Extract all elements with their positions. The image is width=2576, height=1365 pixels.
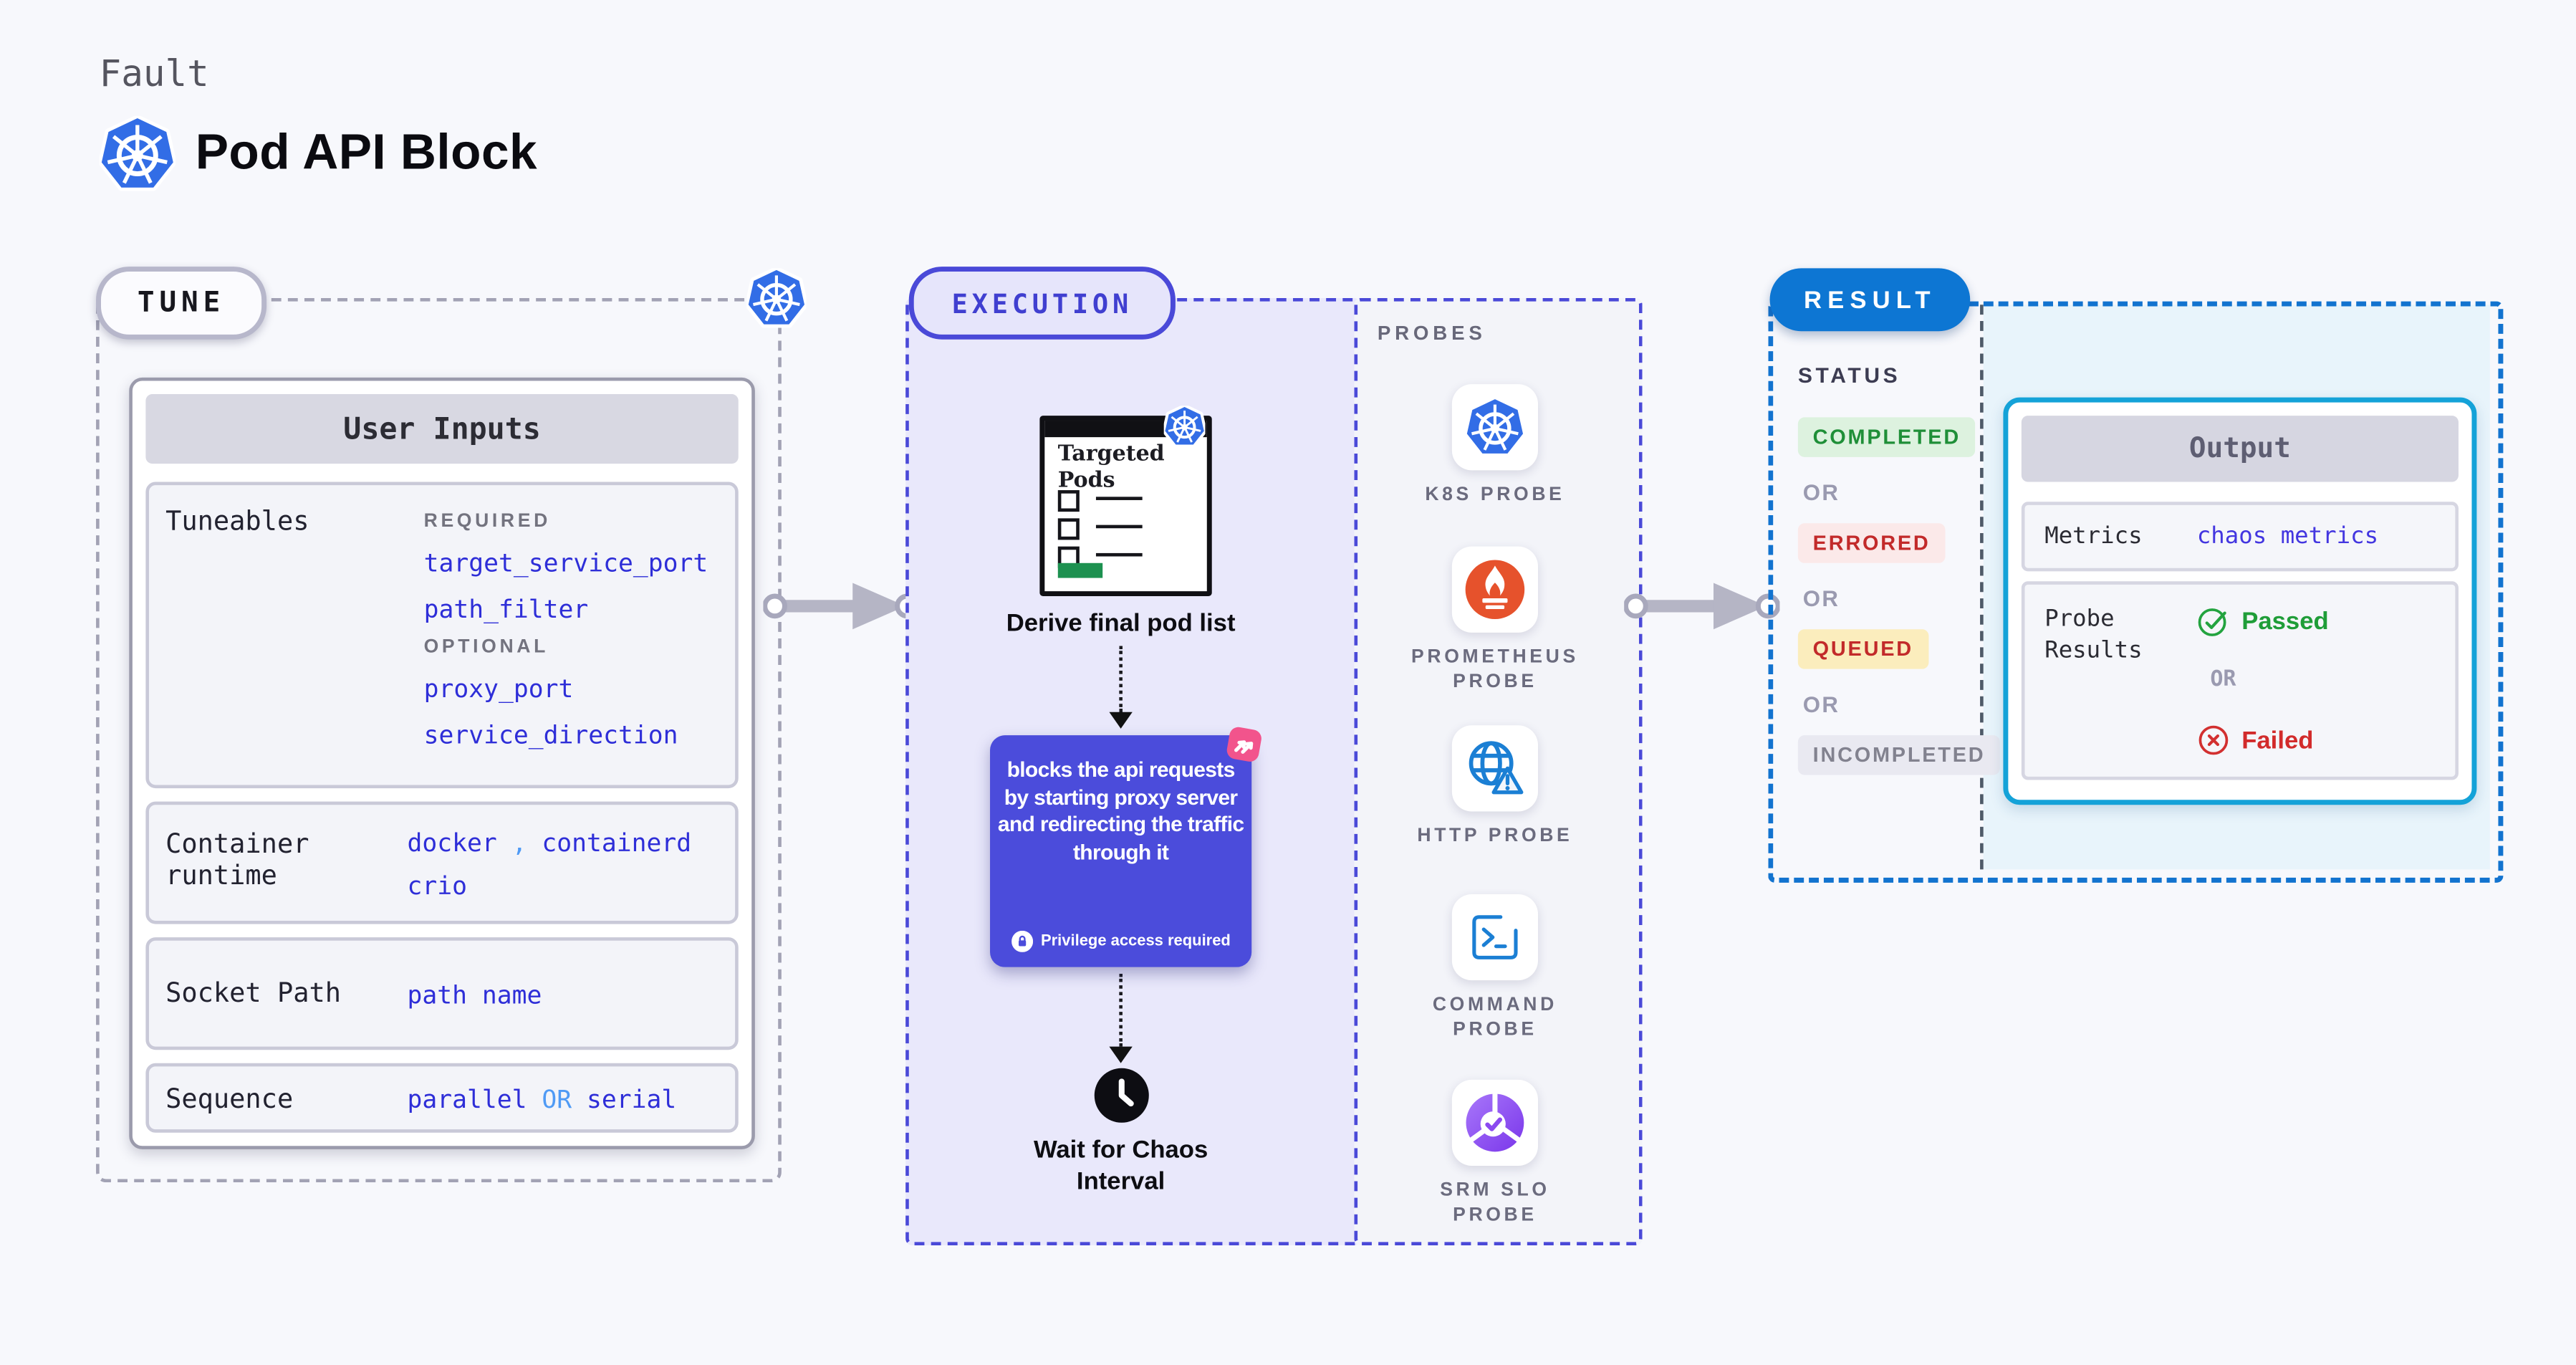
page-title: Pod API Block bbox=[195, 125, 538, 181]
metrics-label: Metrics bbox=[2044, 523, 2143, 550]
srm-slo-probe-card bbox=[1451, 1079, 1539, 1167]
tune-badge: TUNE bbox=[96, 267, 267, 340]
execution-badge: EXECUTION bbox=[908, 267, 1176, 340]
pod-line bbox=[1095, 525, 1143, 529]
or-label: OR bbox=[1802, 586, 1840, 611]
container-runtime-label: Container runtime bbox=[165, 828, 309, 891]
wait-chaos-interval-label: Wait for Chaos Interval bbox=[1033, 1136, 1208, 1195]
probe-results-label: Probe Results bbox=[2044, 605, 2143, 664]
sequence-parallel[interactable]: parallel bbox=[407, 1084, 527, 1115]
targeted-pods-title: Targeted Pods bbox=[1057, 442, 1165, 493]
privilege-note-text: Privilege access required bbox=[1040, 932, 1231, 951]
param-target-service-port[interactable]: target_service_port bbox=[423, 547, 708, 578]
tune-section-outline bbox=[96, 297, 782, 1183]
fault-kicker: Fault bbox=[99, 54, 209, 97]
k8s-probe-label: K8S PROBE bbox=[1425, 485, 1565, 505]
user-inputs-card: User Inputs Tuneables REQUIRED target_se… bbox=[129, 377, 755, 1149]
dotted-connector bbox=[1119, 646, 1123, 712]
status-title: STATUS bbox=[1797, 363, 1901, 388]
param-path-filter[interactable]: path_filter bbox=[423, 594, 589, 625]
command-probe-card bbox=[1451, 894, 1539, 981]
output-card: Output Metrics chaos metrics Probe Resul… bbox=[2003, 397, 2477, 805]
pod-line bbox=[1095, 497, 1143, 500]
check-circle-icon bbox=[2198, 608, 2226, 636]
flow-arrow-tune-to-execution bbox=[763, 583, 919, 630]
sequence-label: Sequence bbox=[165, 1083, 294, 1115]
command-probe-label: COMMAND PROBE bbox=[1432, 995, 1557, 1040]
runtime-crio[interactable]: crio bbox=[407, 871, 468, 901]
http-probe-label: HTTP PROBE bbox=[1417, 826, 1573, 846]
result-badge: RESULT bbox=[1769, 268, 1971, 332]
http-globe-warning-icon bbox=[1469, 741, 1524, 795]
status-chip-errored: ERRORED bbox=[1797, 523, 1946, 563]
kubernetes-icon bbox=[1466, 399, 1524, 454]
required-label: REQUIRED bbox=[423, 512, 551, 532]
prometheus-probe-card bbox=[1451, 546, 1539, 633]
kubernetes-icon bbox=[99, 115, 176, 191]
socket-path-row: Socket Path path name bbox=[145, 937, 739, 1050]
k8s-probe-card bbox=[1451, 384, 1539, 471]
runtime-docker[interactable]: docker bbox=[407, 828, 497, 858]
output-header: Output bbox=[2021, 416, 2459, 482]
or-label: OR bbox=[2210, 667, 2236, 693]
or-label: OR bbox=[1802, 692, 1840, 717]
flow-arrow-execution-to-result bbox=[1624, 583, 1780, 630]
passed-label: Passed bbox=[2241, 607, 2329, 636]
lock-icon bbox=[1011, 930, 1033, 952]
param-service-direction[interactable]: service_direction bbox=[423, 720, 678, 750]
tuneables-row: Tuneables REQUIRED target_service_port p… bbox=[145, 482, 739, 789]
metrics-value-link[interactable]: chaos metrics bbox=[2196, 523, 2379, 550]
pod-checkbox bbox=[1057, 518, 1080, 540]
arrowhead-icon bbox=[1108, 712, 1132, 729]
sequence-row: Sequence parallel OR serial bbox=[145, 1063, 739, 1133]
slo-donut-check-icon bbox=[1466, 1092, 1524, 1152]
probes-title: PROBES bbox=[1377, 321, 1486, 345]
socket-path-label: Socket Path bbox=[165, 977, 342, 1009]
http-probe-card bbox=[1451, 725, 1539, 812]
container-runtime-row: Container runtime docker , containerd cr… bbox=[145, 801, 739, 924]
status-chip-queued: QUEUED bbox=[1797, 629, 1928, 669]
x-circle-icon bbox=[2198, 725, 2229, 755]
passed-row: Passed bbox=[2197, 605, 2329, 638]
metrics-row: Metrics chaos metrics bbox=[2021, 502, 2459, 572]
clock-icon bbox=[1094, 1068, 1149, 1123]
kubernetes-icon bbox=[746, 268, 807, 328]
fault-action-text: blocks the api requests by starting prox… bbox=[997, 757, 1244, 864]
dotted-connector bbox=[1119, 973, 1123, 1047]
srm-slo-probe-label: SRM SLO PROBE bbox=[1440, 1180, 1550, 1226]
status-chip-completed: COMPLETED bbox=[1797, 417, 1976, 457]
socket-path-value[interactable]: path name bbox=[407, 980, 542, 1010]
optional-label: OPTIONAL bbox=[423, 637, 549, 658]
terminal-icon bbox=[1472, 915, 1518, 959]
pod-line bbox=[1095, 552, 1143, 557]
status-chip-incompleted: INCOMPLETED bbox=[1797, 735, 2001, 775]
runtime-separator: , bbox=[511, 828, 527, 858]
or-label: OR bbox=[1802, 480, 1840, 505]
privilege-note: Privilege access required bbox=[990, 930, 1251, 952]
prometheus-icon bbox=[1465, 560, 1525, 620]
kubernetes-icon bbox=[1163, 406, 1206, 447]
failed-label: Failed bbox=[2241, 726, 2314, 755]
failed-row: Failed bbox=[2197, 724, 2314, 757]
sequence-serial[interactable]: serial bbox=[586, 1084, 677, 1115]
probe-results-row: Probe Results Passed OR Failed bbox=[2021, 581, 2459, 780]
arrowhead-icon bbox=[1108, 1046, 1132, 1063]
sequence-or: OR bbox=[542, 1084, 572, 1115]
result-section-outline bbox=[1768, 301, 2504, 883]
chaos-network-icon bbox=[1226, 727, 1261, 762]
result-divider bbox=[1980, 305, 1984, 870]
progress-bar bbox=[1057, 562, 1103, 578]
runtime-containerd[interactable]: containerd bbox=[542, 828, 692, 858]
param-proxy-port[interactable]: proxy_port bbox=[423, 674, 574, 704]
user-inputs-header: User Inputs bbox=[145, 394, 739, 464]
runtime-values-line1: docker , containerd bbox=[408, 828, 692, 858]
sequence-values: parallel OR serial bbox=[408, 1085, 677, 1115]
fault-action-box: blocks the api requests by starting prox… bbox=[990, 735, 1252, 967]
prometheus-probe-label: PROMETHEUS PROBE bbox=[1411, 647, 1579, 693]
pod-checkbox bbox=[1057, 490, 1080, 512]
derive-pod-list-label: Derive final pod list bbox=[1006, 609, 1236, 638]
tuneables-label: Tuneables bbox=[165, 504, 309, 537]
